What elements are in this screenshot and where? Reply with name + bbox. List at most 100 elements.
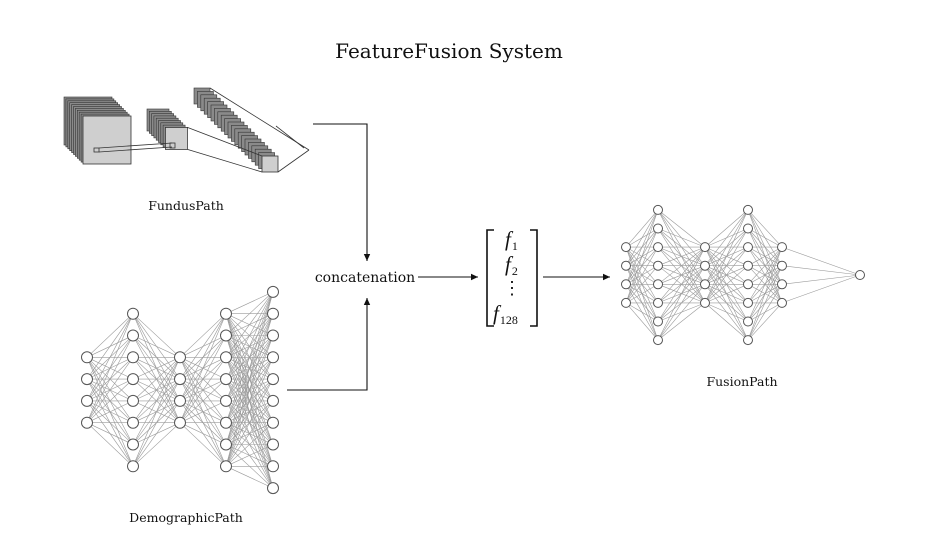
demographic-node bbox=[267, 482, 279, 495]
fusion-node bbox=[743, 279, 753, 290]
demographic-node bbox=[220, 351, 232, 364]
demographic-to-concat-arrow bbox=[287, 298, 371, 391]
demographic-connection bbox=[225, 291, 274, 467]
fusion-node bbox=[700, 279, 710, 290]
demographic-connection bbox=[225, 291, 274, 402]
vector-entry-f128: f128 bbox=[493, 301, 518, 327]
fusion-connection bbox=[657, 246, 706, 285]
demographic-layer-3 bbox=[174, 351, 186, 429]
demographic-connection bbox=[86, 313, 134, 380]
demographic-connection bbox=[86, 313, 134, 402]
demographic-connection bbox=[225, 444, 274, 467]
fusion-node bbox=[621, 260, 631, 271]
demographic-node bbox=[267, 373, 279, 386]
projection-line bbox=[98, 146, 173, 153]
fusion-network bbox=[621, 204, 865, 346]
demographic-connection bbox=[225, 466, 274, 489]
flatten-line bbox=[275, 125, 305, 149]
fusion-connection bbox=[704, 209, 749, 304]
demographic-connection bbox=[86, 313, 134, 358]
demographic-connection bbox=[179, 378, 227, 423]
demographic-layer-5 bbox=[267, 285, 279, 495]
fusion-node bbox=[777, 279, 787, 290]
fusion-connection bbox=[704, 209, 749, 248]
demographic-connection bbox=[86, 400, 134, 423]
demographic-node bbox=[81, 373, 93, 386]
demographic-connection bbox=[179, 400, 227, 423]
demographic-connection bbox=[225, 291, 274, 423]
fusion-node bbox=[743, 335, 753, 346]
demographic-connection bbox=[225, 357, 274, 467]
demographic-connection bbox=[132, 335, 181, 358]
demographic-connection bbox=[179, 313, 227, 423]
demographic-connection bbox=[86, 422, 134, 467]
fusion-node bbox=[700, 260, 710, 271]
cnn-deep-stack bbox=[193, 87, 279, 173]
fusion-connection bbox=[781, 274, 861, 304]
demographic-connection bbox=[132, 378, 181, 467]
demographic-connection bbox=[132, 357, 181, 445]
demographic-node bbox=[127, 394, 139, 407]
fusion-connection bbox=[704, 246, 749, 304]
concatenation-label: concatenation bbox=[315, 270, 415, 286]
fusion-node bbox=[743, 204, 753, 215]
fundus-cnn-illustration bbox=[63, 87, 310, 173]
demographic-connection bbox=[225, 291, 274, 358]
demographic-node bbox=[174, 416, 186, 429]
fusion-node bbox=[653, 297, 663, 308]
demographic-node bbox=[127, 307, 139, 320]
demographic-connection bbox=[86, 378, 134, 423]
fusion-connection bbox=[704, 209, 749, 285]
fusion-connection bbox=[704, 302, 749, 322]
fusion-connection bbox=[747, 246, 783, 304]
feature-map-front bbox=[261, 155, 279, 173]
fusion-connection bbox=[657, 246, 706, 322]
demographic-connection bbox=[179, 313, 227, 358]
fusion-connection bbox=[657, 265, 706, 341]
cnn-input-stack bbox=[63, 96, 132, 165]
fusion-connection bbox=[625, 209, 659, 285]
demographic-node bbox=[127, 460, 139, 473]
demographic-node bbox=[220, 307, 232, 320]
projection-line bbox=[98, 142, 173, 149]
demographic-node bbox=[220, 416, 232, 429]
fusion-connection bbox=[657, 209, 706, 248]
demographic-node bbox=[174, 394, 186, 407]
fusion-connection bbox=[657, 302, 706, 341]
projection-line bbox=[187, 127, 263, 157]
demographic-layer-1 bbox=[81, 351, 93, 429]
fusion-node bbox=[743, 223, 753, 234]
fusion-layer-5 bbox=[777, 242, 787, 308]
fusion-connection bbox=[657, 228, 706, 248]
fusion-node bbox=[621, 297, 631, 308]
demographic-connection bbox=[225, 335, 274, 467]
cnn-receptive-field-lines bbox=[93, 87, 310, 173]
fusion-connection bbox=[704, 228, 749, 304]
fusion-layer-3 bbox=[700, 242, 710, 308]
fusion-connection bbox=[657, 246, 706, 341]
demographic-node bbox=[220, 329, 232, 342]
demographic-node bbox=[127, 329, 139, 342]
fusion-connection bbox=[625, 284, 659, 304]
demographic-connection bbox=[132, 313, 181, 358]
demographic-node bbox=[127, 438, 139, 451]
demographic-node bbox=[267, 285, 279, 298]
fusion-connection bbox=[747, 228, 783, 248]
demographic-node bbox=[127, 351, 139, 364]
demographic-node bbox=[267, 416, 279, 429]
fusion-node bbox=[743, 316, 753, 327]
fusion-connection bbox=[625, 228, 659, 304]
demographic-connection bbox=[86, 357, 134, 423]
demographic-connection bbox=[179, 357, 227, 423]
fusion-connection bbox=[747, 246, 783, 341]
demographic-connection bbox=[179, 313, 227, 380]
demographic-node bbox=[174, 373, 186, 386]
demographic-node bbox=[81, 416, 93, 429]
demographic-connection bbox=[132, 400, 181, 467]
fusion-layer-1 bbox=[621, 242, 631, 308]
fundus-path-label: FundusPath bbox=[148, 198, 224, 213]
projection-line bbox=[187, 149, 263, 173]
fusion-connection bbox=[704, 284, 749, 304]
